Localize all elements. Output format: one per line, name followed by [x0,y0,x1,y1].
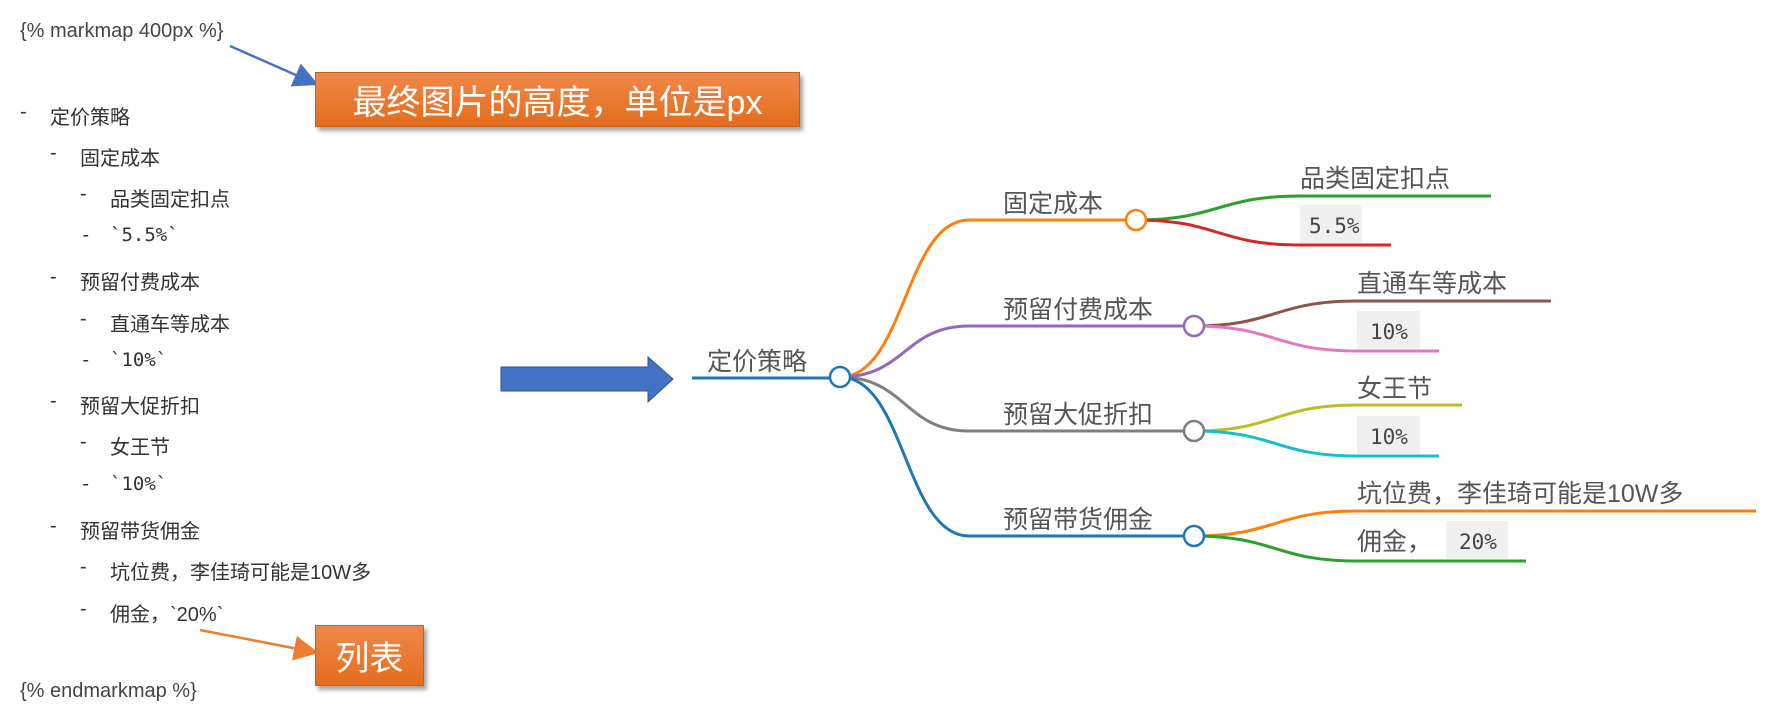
edge-promo [839,375,1194,433]
markmap-close-tag: {% endmarkmap %} [20,680,197,702]
edge-leaf [1193,324,1439,353]
root-label: 定价策略 [707,348,807,376]
root-node-toggle[interactable] [828,365,852,389]
branch-label: 固定成本 [1003,190,1103,218]
list-item: -预留付费成本 [50,266,200,294]
pointer-arrow-height [229,44,319,87]
branch-label: 预留付费成本 [1003,296,1153,324]
callout-list-note: 列表 [315,625,424,686]
leaf-code: 10% [1370,320,1408,344]
node-toggle-fixed[interactable] [1124,208,1148,232]
node-toggle-commission[interactable] [1182,524,1206,548]
edge-leaf [1135,194,1491,222]
markmap-open-tag: {% markmap 400px %} [20,20,224,42]
list-item: -直通车等成本 [80,308,230,336]
leaf-label: 直通车等成本 [1357,270,1507,298]
code-box [1357,311,1420,349]
list-item: -`5.5%` [80,224,179,246]
edge-leaf [1193,534,1526,563]
callout-height-note: 最终图片的高度，单位是px [315,72,800,127]
list-item: -预留大促折扣 [50,390,200,418]
code-box [1357,416,1420,454]
node-toggle-paid[interactable] [1182,314,1206,338]
mindmap [692,194,1756,563]
list-item: -预留带货佣金 [50,515,200,543]
list-item: -`10%` [80,473,168,495]
code-box [1300,205,1362,243]
leaf-code: 5.5% [1309,214,1360,238]
edge-leaf [1135,218,1391,247]
leaf-code: 20% [1459,530,1497,554]
list-item: -固定成本 [50,142,160,170]
transform-arrow-icon [500,355,674,404]
edge-leaf [1193,299,1551,328]
edge-leaf [1193,429,1439,458]
branch-label: 预留大促折扣 [1003,401,1153,429]
list-item: -`10%` [80,349,168,371]
branch-label: 预留带货佣金 [1003,506,1153,534]
list-item: -女王节 [80,431,170,459]
edge-paid [839,324,1194,379]
list-item: -佣金，`20%` [80,598,224,626]
edge-commission [839,375,1194,538]
list-item: -定价策略 [20,101,130,129]
node-toggle-promo[interactable] [1182,419,1206,443]
leaf-code: 10% [1370,425,1408,449]
mindmap-labels: 定价策略 固定成本 预留付费成本 预留大促折扣 预留带货佣金 品类固定扣点 5.… [707,165,1683,556]
edge-leaf [1193,403,1462,433]
list-item: -品类固定扣点 [80,183,230,211]
pointer-arrow-list [199,628,319,661]
leaf-label: 品类固定扣点 [1300,165,1450,193]
edge-leaf [1193,509,1756,538]
leaf-label: 佣金， [1357,528,1432,556]
code-box [1446,521,1508,559]
leaf-label: 女王节 [1357,375,1432,403]
leaf-label: 坑位费，李佳琦可能是10W多 [1357,480,1683,508]
list-item: -坑位费，李佳琦可能是10W多 [80,556,372,584]
edge-fixed [839,218,1136,379]
